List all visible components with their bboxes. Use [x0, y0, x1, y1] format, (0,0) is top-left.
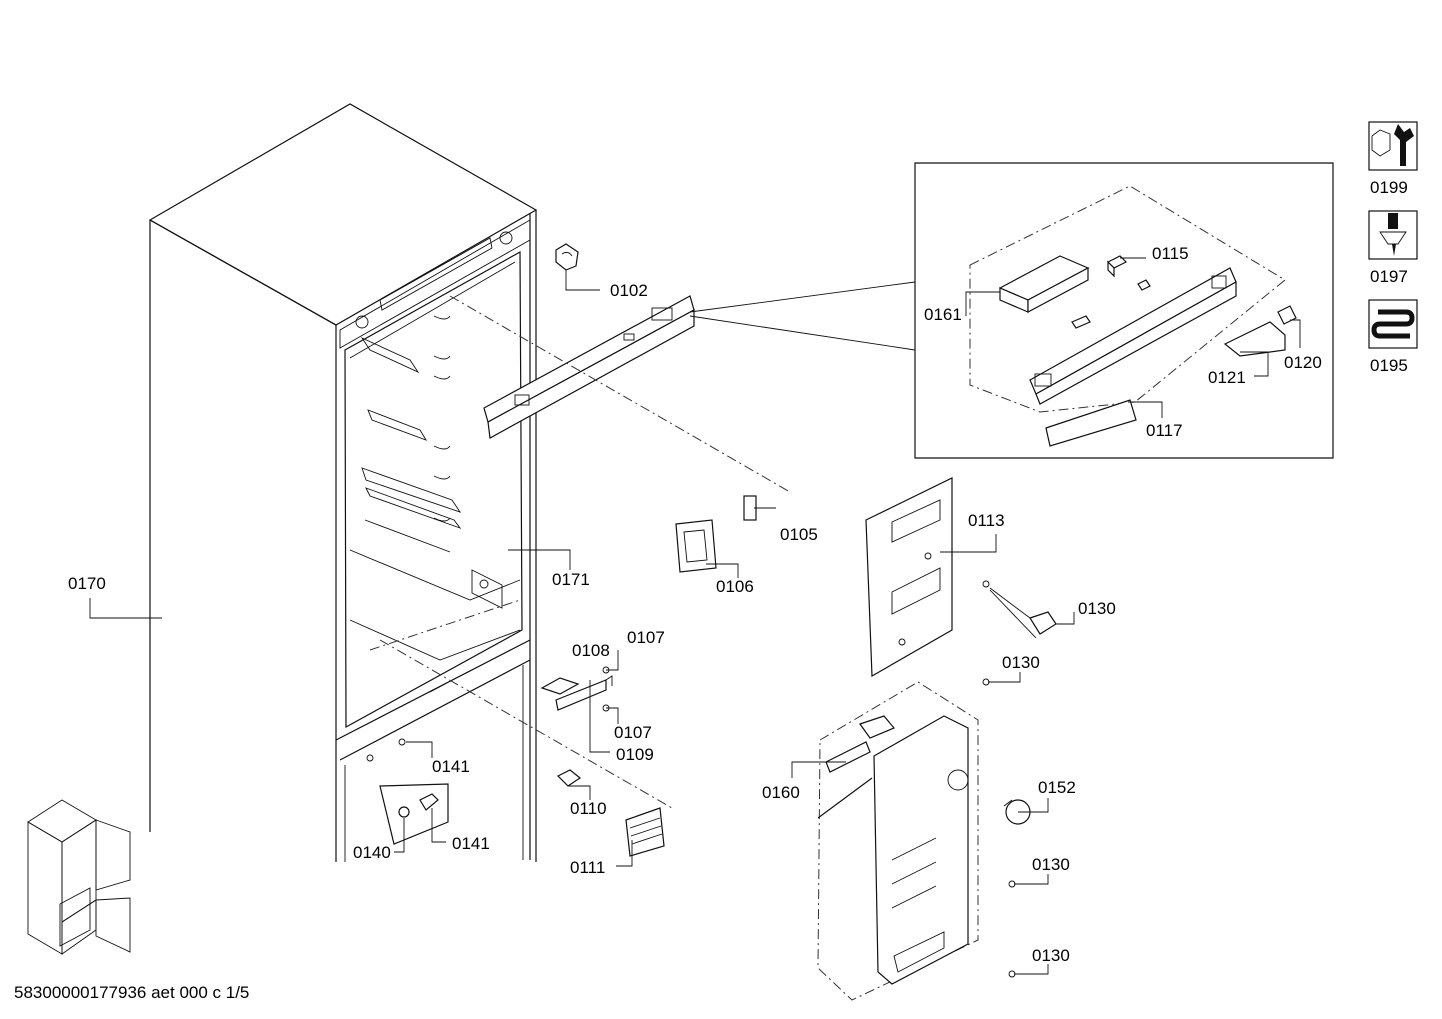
label-0121: 0121: [1208, 368, 1246, 387]
label-0106: 0106: [716, 577, 754, 596]
label-0130-a: 0130: [1078, 599, 1116, 618]
tool-label-0197: 0197: [1370, 267, 1408, 286]
label-0170: 0170: [68, 574, 106, 593]
document-id: 58300000177936 aet 000 c 1/5: [14, 983, 249, 1002]
label-0102: 0102: [610, 281, 648, 300]
label-0141-bottom: 0141: [452, 834, 490, 853]
hinge-clip-part: [555, 243, 579, 271]
label-0115: 0115: [1152, 244, 1189, 263]
label-0140: 0140: [353, 843, 391, 862]
label-0141-top: 0141: [432, 757, 470, 776]
wrench-nut-icon: [1368, 121, 1418, 171]
leader-lines: [89, 257, 1301, 975]
label-0111: 0111: [570, 858, 605, 877]
heating-coil-icon: [1368, 299, 1418, 349]
label-0107-top: 0107: [627, 628, 665, 647]
label-0109: 0109: [616, 745, 654, 764]
control-housing-part: [483, 295, 695, 439]
label-0105: 0105: [780, 525, 818, 544]
label-0110: 0110: [570, 799, 607, 818]
control-panel-part: [865, 477, 1057, 686]
label-0108: 0108: [572, 641, 610, 660]
air-duct-part: [817, 681, 1031, 1001]
label-0130-b: 0130: [1002, 653, 1040, 672]
label-0113: 0113: [968, 511, 1005, 530]
label-0107-bottom: 0107: [614, 723, 652, 742]
part-labels: 0102 0105 0106 0107 0107 0108 0109 0110 …: [68, 244, 1322, 965]
label-0171: 0171: [552, 570, 590, 589]
label-0130-d: 0130: [1032, 946, 1070, 965]
tool-label-0199: 0199: [1370, 178, 1408, 197]
small-parts: [366, 295, 791, 857]
fridge-cabinet: [148, 103, 538, 862]
label-0161: 0161: [924, 305, 962, 324]
tool-icon-panel: 0199 0197 0195: [1368, 121, 1418, 375]
detail-inset: [689, 162, 1334, 459]
label-0120: 0120: [1284, 353, 1322, 372]
appliance-overview-thumbnail: [27, 799, 131, 955]
label-0117: 0117: [1146, 421, 1183, 440]
screwdriver-icon: [1368, 210, 1418, 260]
tool-label-0195: 0195: [1370, 356, 1408, 375]
label-0130-c: 0130: [1032, 855, 1070, 874]
label-0152: 0152: [1038, 778, 1076, 797]
label-0160: 0160: [762, 783, 800, 802]
